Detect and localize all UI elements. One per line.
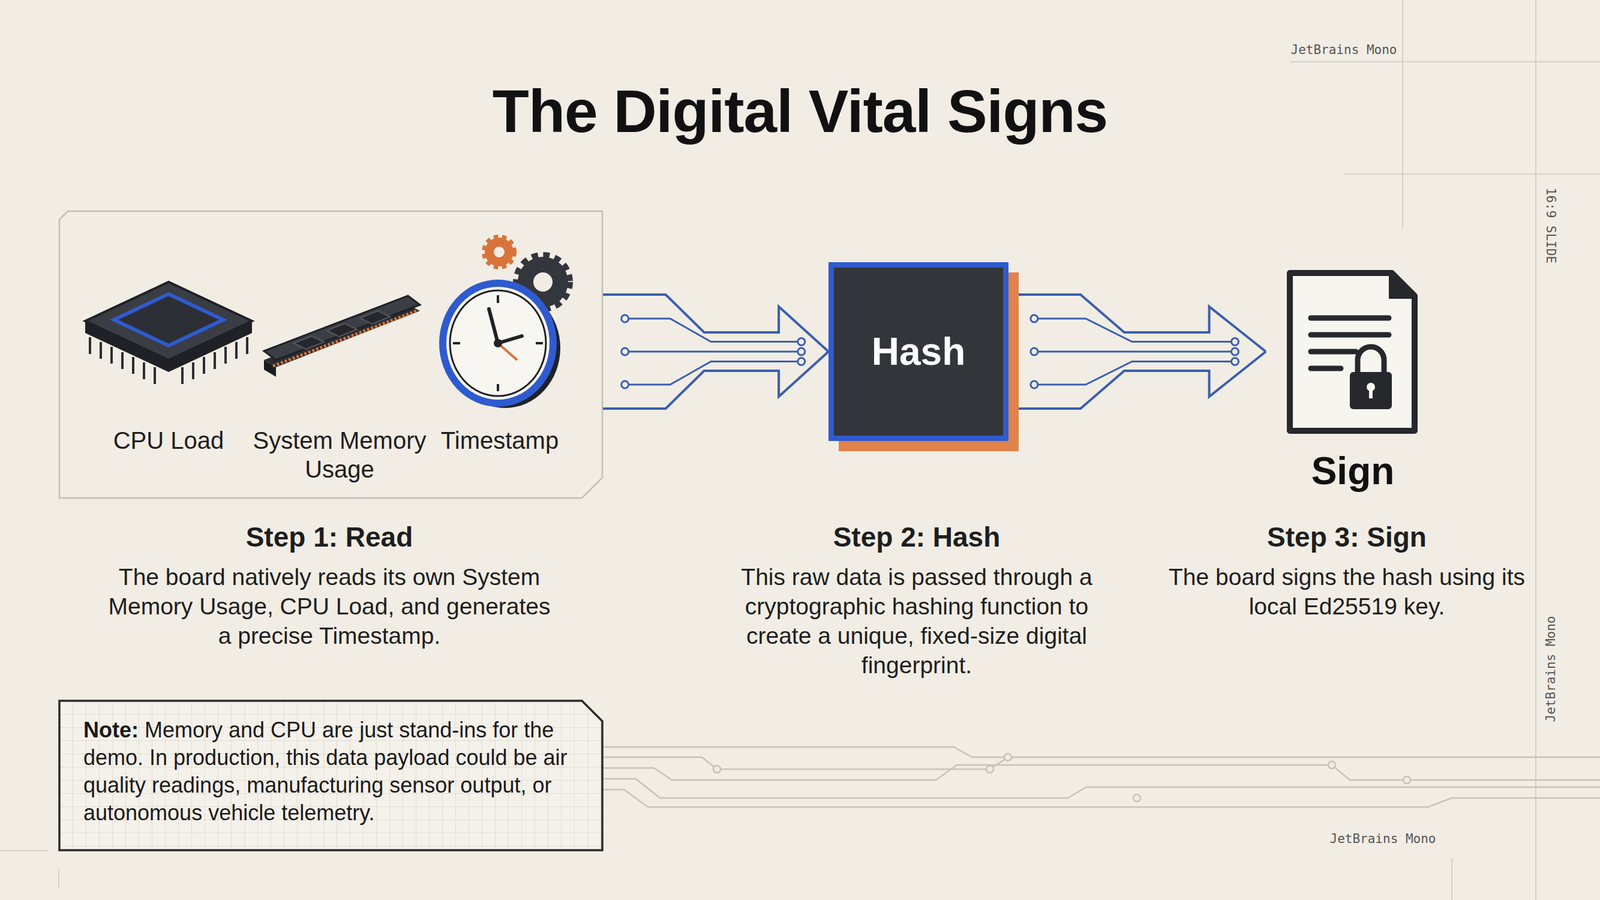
arrow-outline [602,294,829,352]
trace-pad [1231,347,1239,356]
arrow-outline [1008,351,1266,409]
ram-stick [263,295,420,377]
note-text: Note: Memory and CPU are just stand-ins … [59,700,603,843]
sign-document: Sign [1265,263,1440,498]
trace-pad [621,380,629,389]
note-body: Memory and CPU are just stand-ins for th… [83,717,568,825]
circuit-trace [625,350,802,353]
trace-pad [797,347,806,356]
step-heading: Step 2: Hash [706,520,1127,554]
watermark: 16:9 SLIDE [1543,165,1559,286]
circuit-arrow [1008,294,1266,409]
circuit-arrow [602,294,829,409]
watermark: JetBrains Mono [1322,831,1443,846]
watermark: JetBrains Mono [1543,608,1559,729]
icon-label: System Memory Usage [243,425,436,484]
arrow-outline [1008,294,1266,352]
document-lock [1289,272,1415,431]
circuit-trace [1034,361,1236,386]
icon-label: Timestamp [424,425,575,455]
circuit-trace [625,361,802,386]
note-fill [59,700,603,851]
watermark: JetBrains Mono [1283,42,1404,57]
step-heading: Step 1: Read [89,520,570,554]
step-description: The board signs the hash using its local… [1166,562,1527,621]
step-description: This raw data is passed through a crypto… [715,562,1118,680]
clock-gears [442,237,569,408]
circuit-trace [1034,350,1236,353]
input-panel: CPU LoadSystem Memory UsageTimestamp [59,211,603,498]
cpu-chip [85,281,252,384]
trace-pad [797,338,806,346]
trace-pad [1030,380,1038,389]
note-heading: Note: [83,717,139,743]
trace-pad [1030,314,1038,323]
trace-pad [621,314,629,323]
note-border [59,700,603,851]
trace-pad [1030,347,1038,356]
panel-border [59,211,603,498]
trace-pad [621,347,629,356]
note-grid [59,700,603,851]
note-box: Note: Memory and CPU are just stand-ins … [59,700,603,851]
icon-label: CPU Load [96,425,241,455]
circuit-trace [625,318,802,342]
trace-pad [1231,358,1239,366]
step-description: The board natively reads its own System … [104,562,555,651]
step-heading: Step 3: Sign [1166,520,1527,554]
trace-pad [1231,338,1239,346]
arrow-outline [602,351,829,409]
circuit-trace [1034,318,1236,342]
trace-pad [797,358,806,366]
hash-box: Hash [828,262,1009,441]
panel-outline [59,211,603,498]
box-title: Hash [871,329,966,374]
title: The Digital Vital Signs [0,76,1600,146]
icon-title: Sign [1265,448,1440,494]
